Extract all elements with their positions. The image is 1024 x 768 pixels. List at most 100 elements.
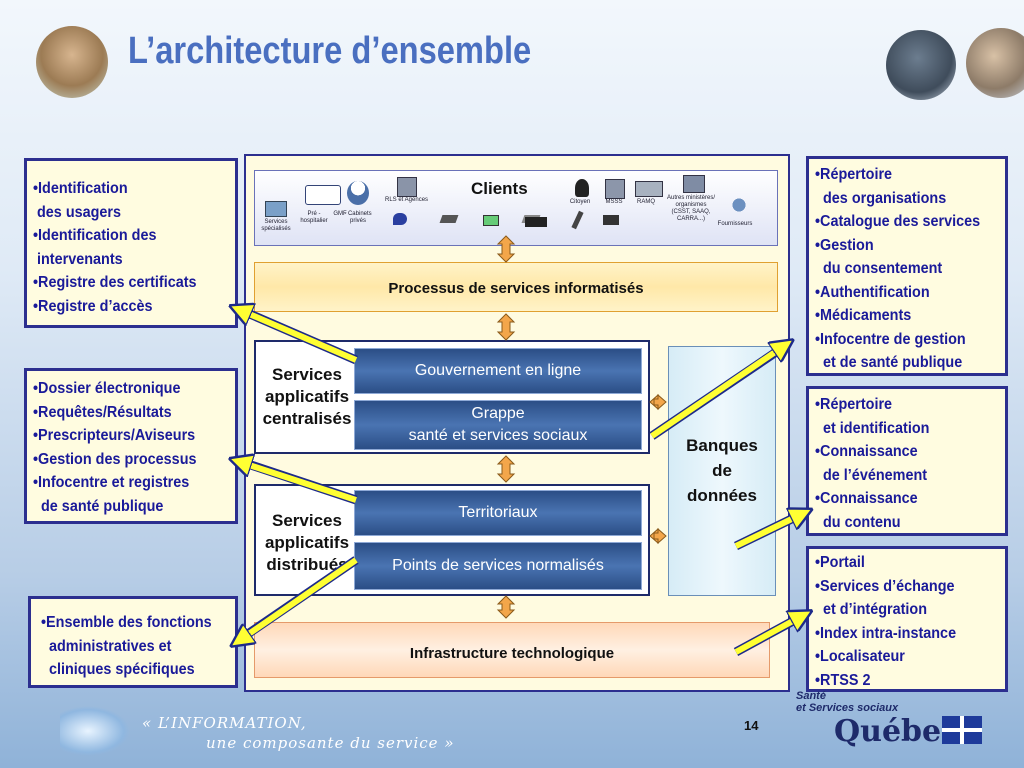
banques-label: Banques de données bbox=[669, 433, 775, 508]
presenter-photo-woman bbox=[36, 26, 108, 98]
left-panel-fonctions: •Ensemble des fonctions administratives … bbox=[28, 596, 238, 688]
points-label: Points de services normalisés bbox=[392, 557, 604, 574]
slogan-line2: une composante du service » bbox=[206, 734, 455, 752]
slide-title: L’architecture d’ensemble bbox=[128, 30, 532, 72]
panel-line: et d’intégration bbox=[815, 601, 928, 618]
gouvernement-label: Gouvernement en ligne bbox=[414, 362, 582, 379]
card-reader-icon bbox=[439, 215, 459, 223]
clients-label: Clients bbox=[471, 179, 528, 198]
infrastructure-label: Infrastructure technologique bbox=[409, 645, 615, 662]
distributed-label-line3: distribués bbox=[266, 555, 348, 574]
doctor-icon bbox=[347, 181, 369, 205]
banques-line2: de bbox=[712, 461, 732, 480]
pre-hospitalier-caption: Pré - hospitalier bbox=[300, 211, 328, 224]
infrastructure-bar: Infrastructure technologique bbox=[254, 622, 770, 678]
panel-line: de l’événement bbox=[815, 466, 928, 484]
centralised-label: Services applicatifs centralisés bbox=[260, 364, 354, 430]
left-panel-identification: •Identification des usagers •Identificat… bbox=[24, 158, 238, 328]
right-panel-repertoire-identification: •Répertoire et identification •Connaissa… bbox=[806, 386, 1008, 536]
centralised-label-line2: applicatifs bbox=[264, 387, 350, 406]
panel-line: •Services d’échange bbox=[815, 577, 955, 595]
ramq-caption: RAMQ bbox=[637, 199, 655, 205]
right-panel-repertoire-organisations: •Répertoire des organisations •Catalogue… bbox=[806, 156, 1008, 376]
panel-line: •Gestion bbox=[815, 236, 874, 254]
grappe-line1: Grappe bbox=[471, 405, 525, 422]
panel-line: •Requêtes/Résultats bbox=[33, 403, 172, 421]
panel-line: et identification bbox=[815, 419, 930, 437]
distributed-label: Services applicatifs distribués bbox=[260, 510, 354, 576]
panel-line: •Ensemble des fonctions bbox=[41, 614, 212, 631]
panel-line: •RTSS 2 bbox=[815, 671, 871, 689]
centralised-label-line1: Services bbox=[272, 365, 342, 384]
ambulance-icon bbox=[305, 185, 341, 205]
device-icon bbox=[525, 217, 547, 227]
fournisseurs-caption: Fournisseurs bbox=[717, 221, 753, 227]
panel-line: •Répertoire bbox=[815, 166, 893, 183]
panel-line: du consentement bbox=[815, 260, 943, 277]
panel-line: •Portail bbox=[815, 554, 865, 571]
panel-line: •Index intra-instance bbox=[815, 624, 957, 642]
ministries-building-icon bbox=[683, 175, 705, 193]
points-de-services-bar: Points de services normalisés bbox=[354, 542, 642, 590]
panel-line: •Prescripteurs/Aviseurs bbox=[33, 427, 196, 444]
ramq-building-icon bbox=[635, 181, 663, 197]
panel-line: •Connaissance bbox=[815, 443, 918, 460]
panel-line: •Identification bbox=[33, 180, 128, 197]
panel-line: •Infocentre de gestion bbox=[815, 330, 966, 348]
msss-building-icon bbox=[605, 179, 625, 199]
banques-line1: Banques bbox=[686, 436, 758, 455]
clients-bar: Clients Services spécialisés Pré - hospi… bbox=[254, 170, 778, 246]
quebec-wordmark: Québec bbox=[834, 714, 960, 749]
presenter-photo-man-2 bbox=[966, 28, 1024, 98]
territoriaux-label: Territoriaux bbox=[458, 504, 538, 521]
left-panel-dossier: •Dossier électronique •Requêtes/Résultat… bbox=[24, 368, 238, 524]
panel-line: et de santé publique bbox=[815, 354, 963, 371]
grappe-line2: santé et services sociaux bbox=[408, 427, 588, 444]
autres-caption: Autres ministères/ organismes (CSST, SAA… bbox=[667, 195, 716, 222]
panel-line: •Registre d’accès bbox=[33, 297, 153, 315]
gouvernement-en-ligne-bar: Gouvernement en ligne bbox=[354, 348, 642, 394]
grappe-bar: Grappe santé et services sociaux bbox=[354, 400, 642, 450]
panel-line: du contenu bbox=[815, 513, 901, 531]
panel-line: intervenants bbox=[33, 250, 123, 268]
ministry-line1: Santé bbox=[796, 690, 826, 702]
right-panel-portail: •Portail •Services d’échange et d’intégr… bbox=[806, 546, 1008, 692]
panel-line: •Identification des bbox=[33, 227, 157, 244]
panel-line: •Catalogue des services bbox=[815, 213, 981, 230]
ministry-line2: et Services sociaux bbox=[796, 702, 899, 714]
msss-caption: MSSS bbox=[605, 199, 623, 205]
phone-icon bbox=[571, 210, 584, 230]
panel-line: •Dossier électronique bbox=[33, 380, 181, 397]
panel-line: •Localisateur bbox=[815, 648, 905, 665]
processus-bar: Processus de services informatisés bbox=[254, 262, 778, 312]
panel-line: •Répertoire bbox=[815, 396, 893, 413]
processus-label: Processus de services informatisés bbox=[388, 280, 644, 297]
presenter-photo-man-1 bbox=[886, 30, 956, 100]
centralised-services-block: Services applicatifs centralisés Gouvern… bbox=[254, 340, 650, 454]
centralised-label-line3: centralisés bbox=[262, 409, 352, 428]
banques-line3: données bbox=[687, 486, 757, 505]
building-icon bbox=[265, 201, 287, 217]
panel-line: cliniques spécifiques bbox=[41, 661, 195, 678]
panel-line: des usagers bbox=[33, 203, 122, 221]
territoriaux-bar: Territoriaux bbox=[354, 490, 642, 536]
panel-line: •Infocentre et registres bbox=[33, 474, 190, 491]
services-specialises-caption: Services spécialisés bbox=[261, 219, 291, 232]
rls-caption: RLS et Agences bbox=[385, 197, 429, 203]
monitor-icon bbox=[603, 215, 619, 225]
smart-card-icon bbox=[483, 215, 499, 226]
citizen-icon bbox=[575, 179, 589, 197]
banques-de-donnees-box: Banques de données bbox=[668, 346, 776, 596]
panel-line: •Connaissance bbox=[815, 490, 918, 507]
panel-line: de santé publique bbox=[33, 497, 164, 515]
agency-building-icon bbox=[397, 177, 417, 197]
distributed-label-line1: Services bbox=[272, 511, 342, 530]
distributed-label-line2: applicatifs bbox=[264, 533, 350, 552]
cabinets-caption: - Cabinets privés bbox=[344, 211, 372, 224]
fleur-de-lis-flag-icon bbox=[942, 716, 982, 744]
panel-line: •Registre des certificats bbox=[33, 274, 197, 291]
network-cable-graphic bbox=[60, 706, 130, 756]
gmf-caption: GMF bbox=[333, 211, 347, 217]
slogan-line1: « L’INFORMATION, bbox=[142, 714, 307, 732]
distributed-services-block: Services applicatifs distribués Territor… bbox=[254, 484, 650, 596]
